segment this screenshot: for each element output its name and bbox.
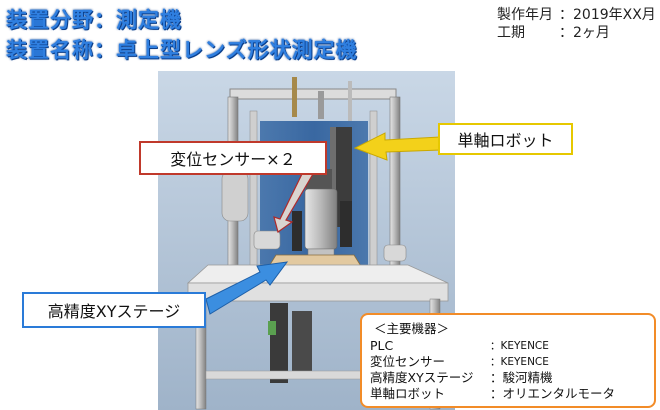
robot-arrow-icon <box>353 132 442 161</box>
spec-value: ：オリエンタルモータ <box>490 386 616 401</box>
stage-callout: 高精度XYステージ <box>22 292 206 328</box>
spec-value: ：駿河精機 <box>490 370 553 385</box>
robot-callout: 単軸ロボット <box>438 123 573 155</box>
spec-key: 変位センサー <box>370 354 446 369</box>
period-value: ：2ヶ月 <box>559 25 610 41</box>
period-label: 工期 <box>497 25 525 41</box>
sensor-arrow-icon <box>273 173 315 233</box>
title-name: 装置名称：卓上型レンズ形状測定機 <box>6 38 358 62</box>
spec-key: PLC <box>370 338 394 353</box>
made-date: 製作年月 ：2019年XX月 <box>497 4 656 24</box>
stage-arrow-icon <box>205 261 289 315</box>
spec-row: PLC ：KEYENCE <box>370 338 646 354</box>
spec-box: ＜主要機器＞ PLC ：KEYENCE 変位センサー ：KEYENCE 高精度X… <box>360 313 656 408</box>
made-label: 製作年月 <box>497 7 553 23</box>
made-value: ：2019年XX月 <box>559 7 656 23</box>
title-field: 装置分野：測定機 <box>6 8 182 32</box>
spec-row: 変位センサー ：KEYENCE <box>370 354 646 370</box>
spec-value: ：KEYENCE <box>490 356 549 368</box>
spec-row: 高精度XYステージ ：駿河精機 <box>370 370 646 386</box>
sensor-callout: 変位センサー×２ <box>139 141 327 175</box>
spec-key: 単軸ロボット <box>370 386 446 401</box>
spec-value: ：KEYENCE <box>490 340 549 352</box>
spec-row: 単軸ロボット ：オリエンタルモータ <box>370 386 646 402</box>
work-period: 工期 ：2ヶ月 <box>497 22 610 42</box>
spec-header: ＜主要機器＞ <box>374 321 450 336</box>
spec-key: 高精度XYステージ <box>370 370 474 385</box>
